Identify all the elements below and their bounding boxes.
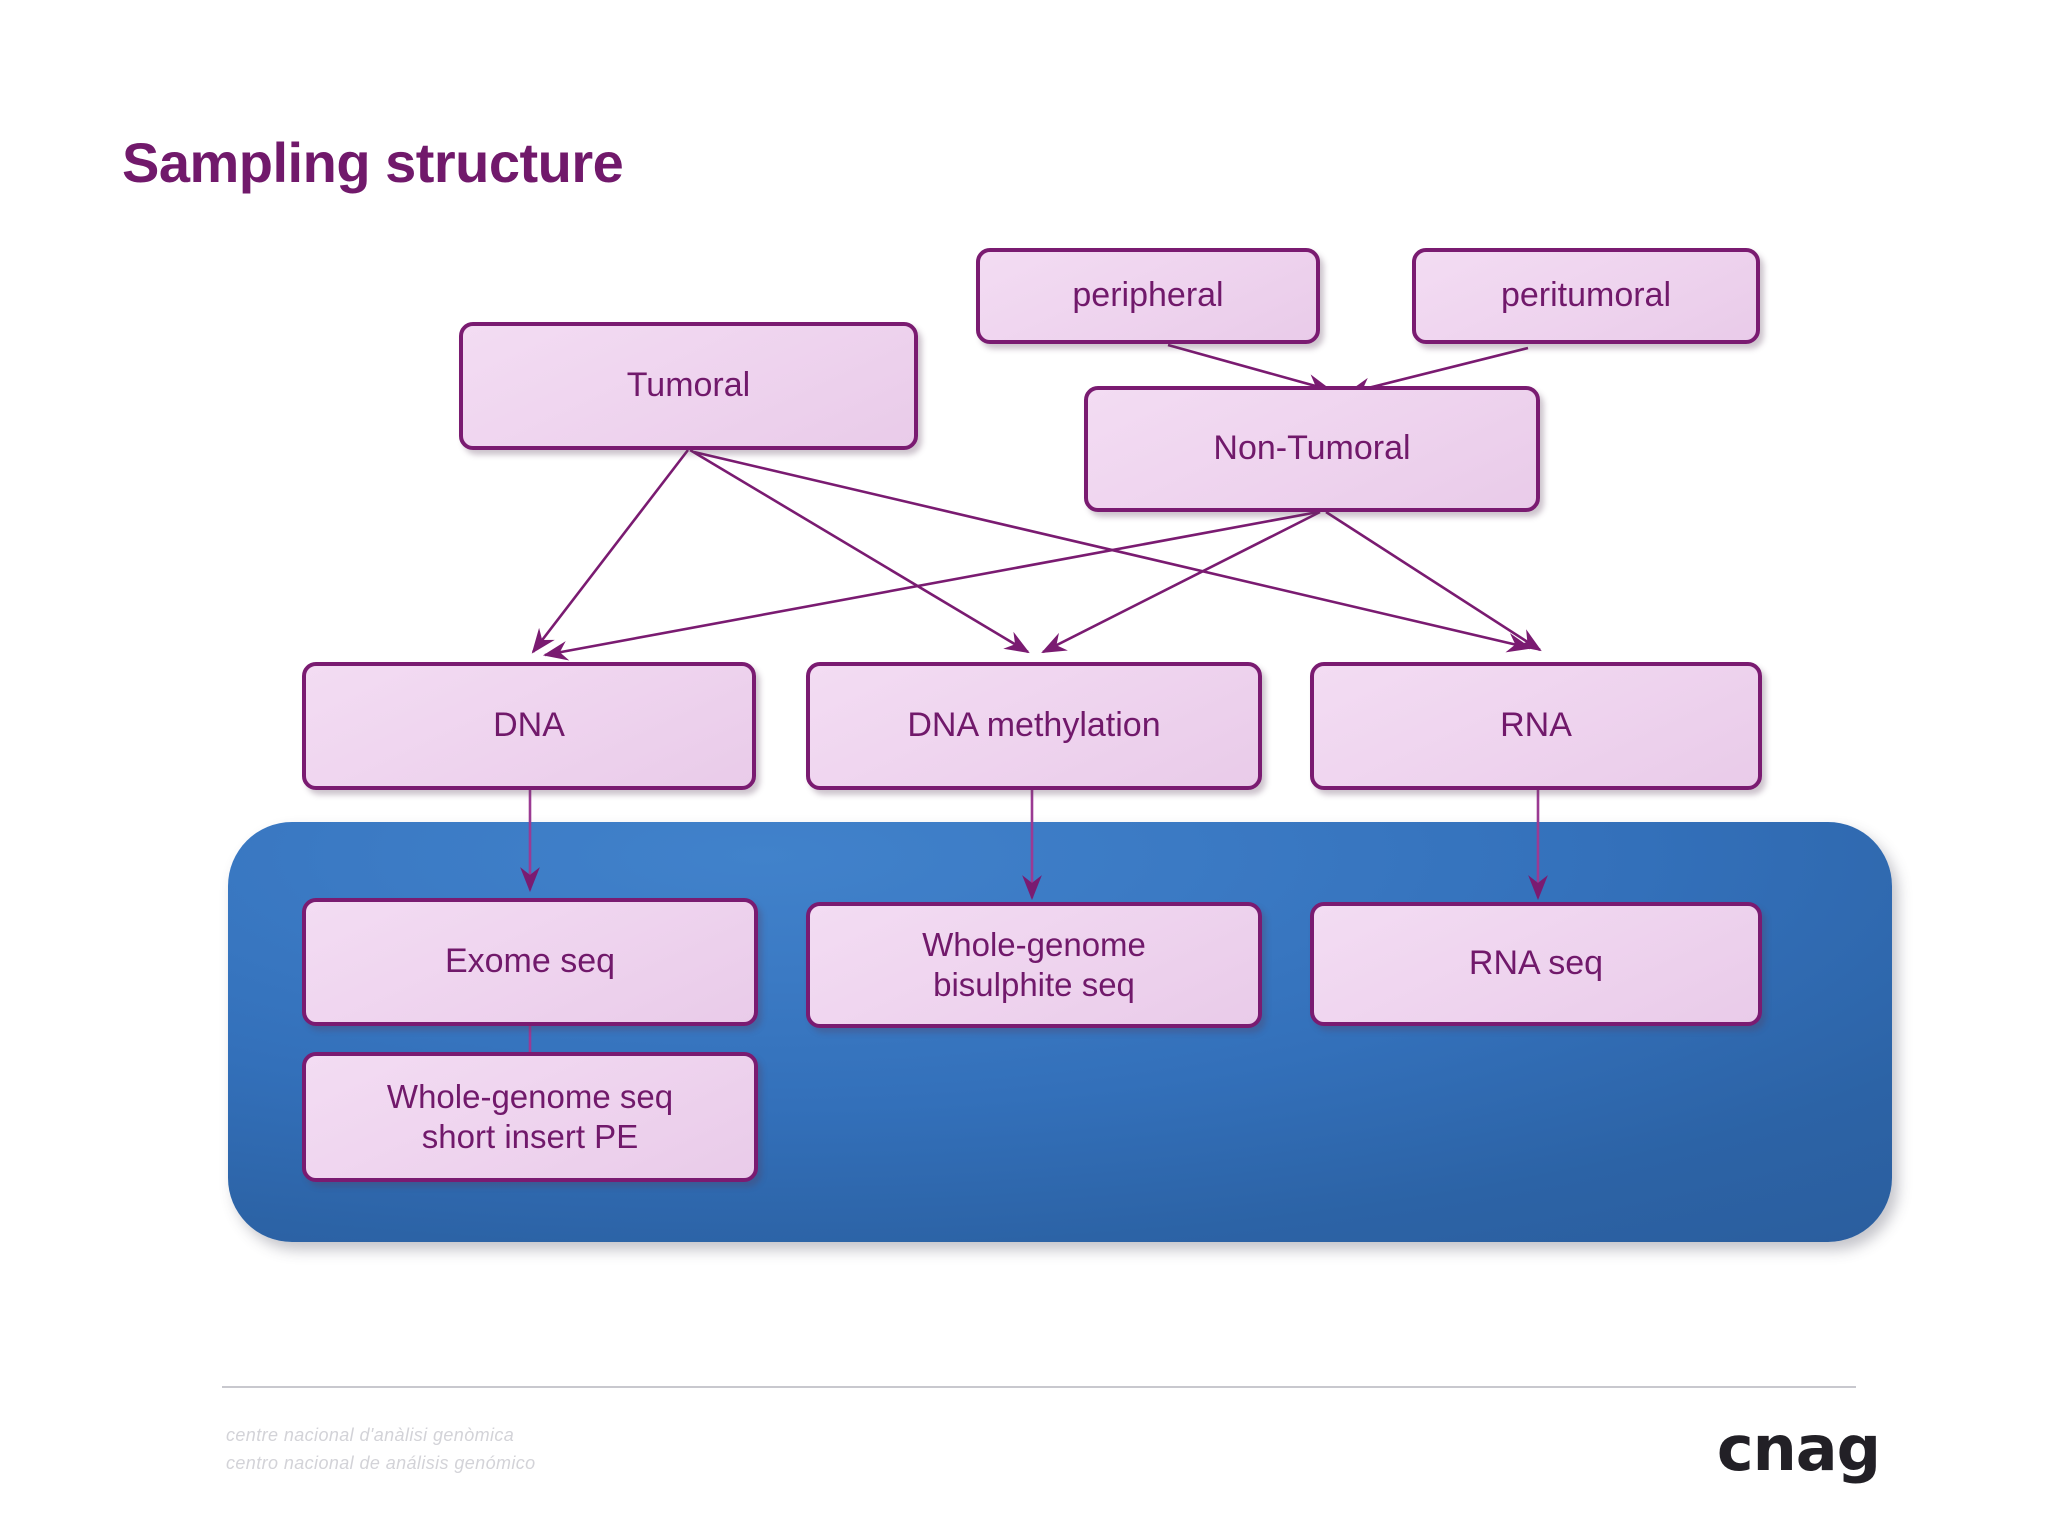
footer-institution-name: centre nacional d'anàlisi genòmica centr… [226,1422,536,1478]
node-exome-seq-label: Exome seq [444,942,616,981]
node-dna-methylation-label: DNA methylation [907,706,1161,745]
footer-line-spanish: centro nacional de análisis genómico [226,1452,536,1473]
node-peritumoral-label: peritumoral [1500,276,1672,315]
node-rna-seq-label: RNA seq [1468,944,1604,983]
edge-peripheral-to-non-tumoral [1167,343,1333,394]
node-whole-genome-seq-short-insert-pe-label: Whole-genome seq short insert PE [386,1077,674,1155]
node-dna-label: DNA [493,706,565,745]
node-rna-seq[interactable]: RNA seq [1310,902,1762,1026]
edge-non-tumoral-to-dna-meth [1041,510,1321,654]
node-whole-genome-bisulphite-seq-label: Whole-genome bisulphite seq [922,925,1146,1003]
node-whole-genome-bisulphite-seq[interactable]: Whole-genome bisulphite seq [806,902,1262,1028]
footer-divider [222,1386,1856,1388]
node-dna[interactable]: DNA [302,662,756,790]
node-non-tumoral[interactable]: Non-Tumoral [1084,386,1540,512]
edge-non-tumoral-to-rna [1325,510,1542,652]
node-peripheral-label: peripheral [1072,276,1224,315]
edge-tumoral-to-dna [531,449,690,654]
node-peripheral[interactable]: peripheral [976,248,1320,344]
node-tumoral[interactable]: Tumoral [459,322,918,450]
node-peritumoral[interactable]: peritumoral [1412,248,1760,344]
node-whole-genome-seq-short-insert-pe[interactable]: Whole-genome seq short insert PE [302,1052,758,1182]
node-non-tumoral-label: Non-Tumoral [1213,429,1411,468]
edge-non-tumoral-to-dna [542,510,1319,661]
cnag-logo: cnag [1716,1412,1881,1485]
page-title: Sampling structure [122,131,624,194]
node-dna-methylation[interactable]: DNA methylation [806,662,1262,790]
edge-tumoral-to-dna-meth [689,448,1030,654]
node-rna[interactable]: RNA [1310,662,1762,790]
node-exome-seq[interactable]: Exome seq [302,898,758,1026]
node-tumoral-label: Tumoral [626,366,751,405]
node-rna-label: RNA [1500,706,1572,745]
footer-line-catalan: centre nacional d'anàlisi genòmica [226,1425,515,1445]
